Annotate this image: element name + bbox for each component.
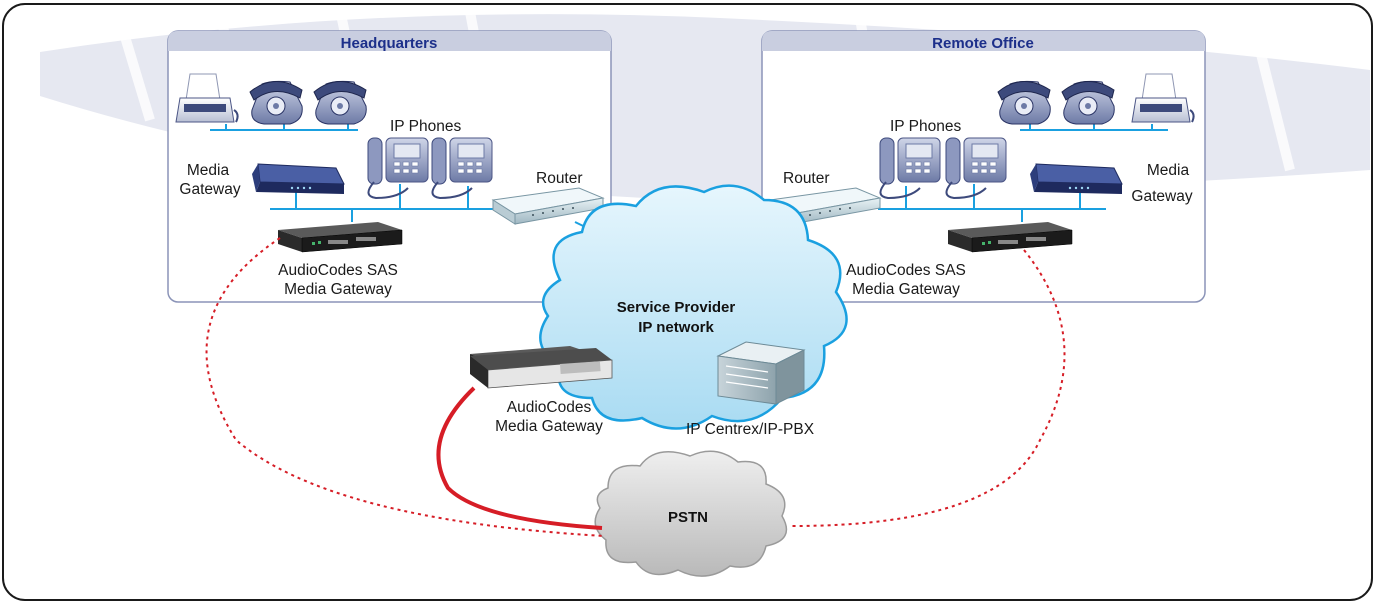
hq-sas-label-1: AudioCodes SAS <box>278 262 398 279</box>
phone-icon <box>249 80 303 125</box>
remote-sas-label-1: AudioCodes SAS <box>846 262 966 279</box>
server-icon <box>716 341 806 405</box>
ip-pbx-label: IP Centrex/IP-PBX <box>686 421 815 438</box>
remote-sas-label-2: Media Gateway <box>852 281 960 298</box>
remote-sas-pstn-link <box>791 249 1066 527</box>
hq-ip-phones-label: IP Phones <box>390 118 461 135</box>
media-gateway-icon <box>251 163 345 195</box>
remote-router-label: Router <box>783 170 830 187</box>
headquarters-title: Headquarters <box>341 35 438 52</box>
hq-sas-pstn-link <box>205 237 605 537</box>
central-gateway-front <box>470 348 613 389</box>
central-gateway-pstn-link <box>436 386 603 530</box>
service-provider-label-2: IP network <box>638 319 714 336</box>
phone-icon <box>997 80 1051 125</box>
remote-ip-phones-label: IP Phones <box>890 118 961 135</box>
remote-media-gateway-label-2: Gateway <box>1131 188 1192 205</box>
central-gateway-label-2: Media Gateway <box>495 418 603 435</box>
pstn-label: PSTN <box>668 509 708 526</box>
hq-sas-label-2: Media Gateway <box>284 281 392 298</box>
central-gateway-label-1: AudioCodes <box>507 399 592 416</box>
hq-media-gateway-label-1: Media <box>187 162 230 179</box>
remote-office-title: Remote Office <box>932 35 1034 52</box>
diagram-frame <box>2 3 1373 601</box>
hq-router-label: Router <box>536 170 583 187</box>
remote-media-gateway-label-1: Media <box>1147 162 1190 179</box>
phone-icon <box>1061 80 1115 125</box>
service-provider-label-1: Service Provider <box>617 299 736 316</box>
hq-media-gateway-label-2: Gateway <box>179 181 240 198</box>
media-gateway-icon <box>1029 163 1123 195</box>
phone-icon <box>313 80 367 125</box>
pstn-cloud-icon <box>594 450 788 577</box>
